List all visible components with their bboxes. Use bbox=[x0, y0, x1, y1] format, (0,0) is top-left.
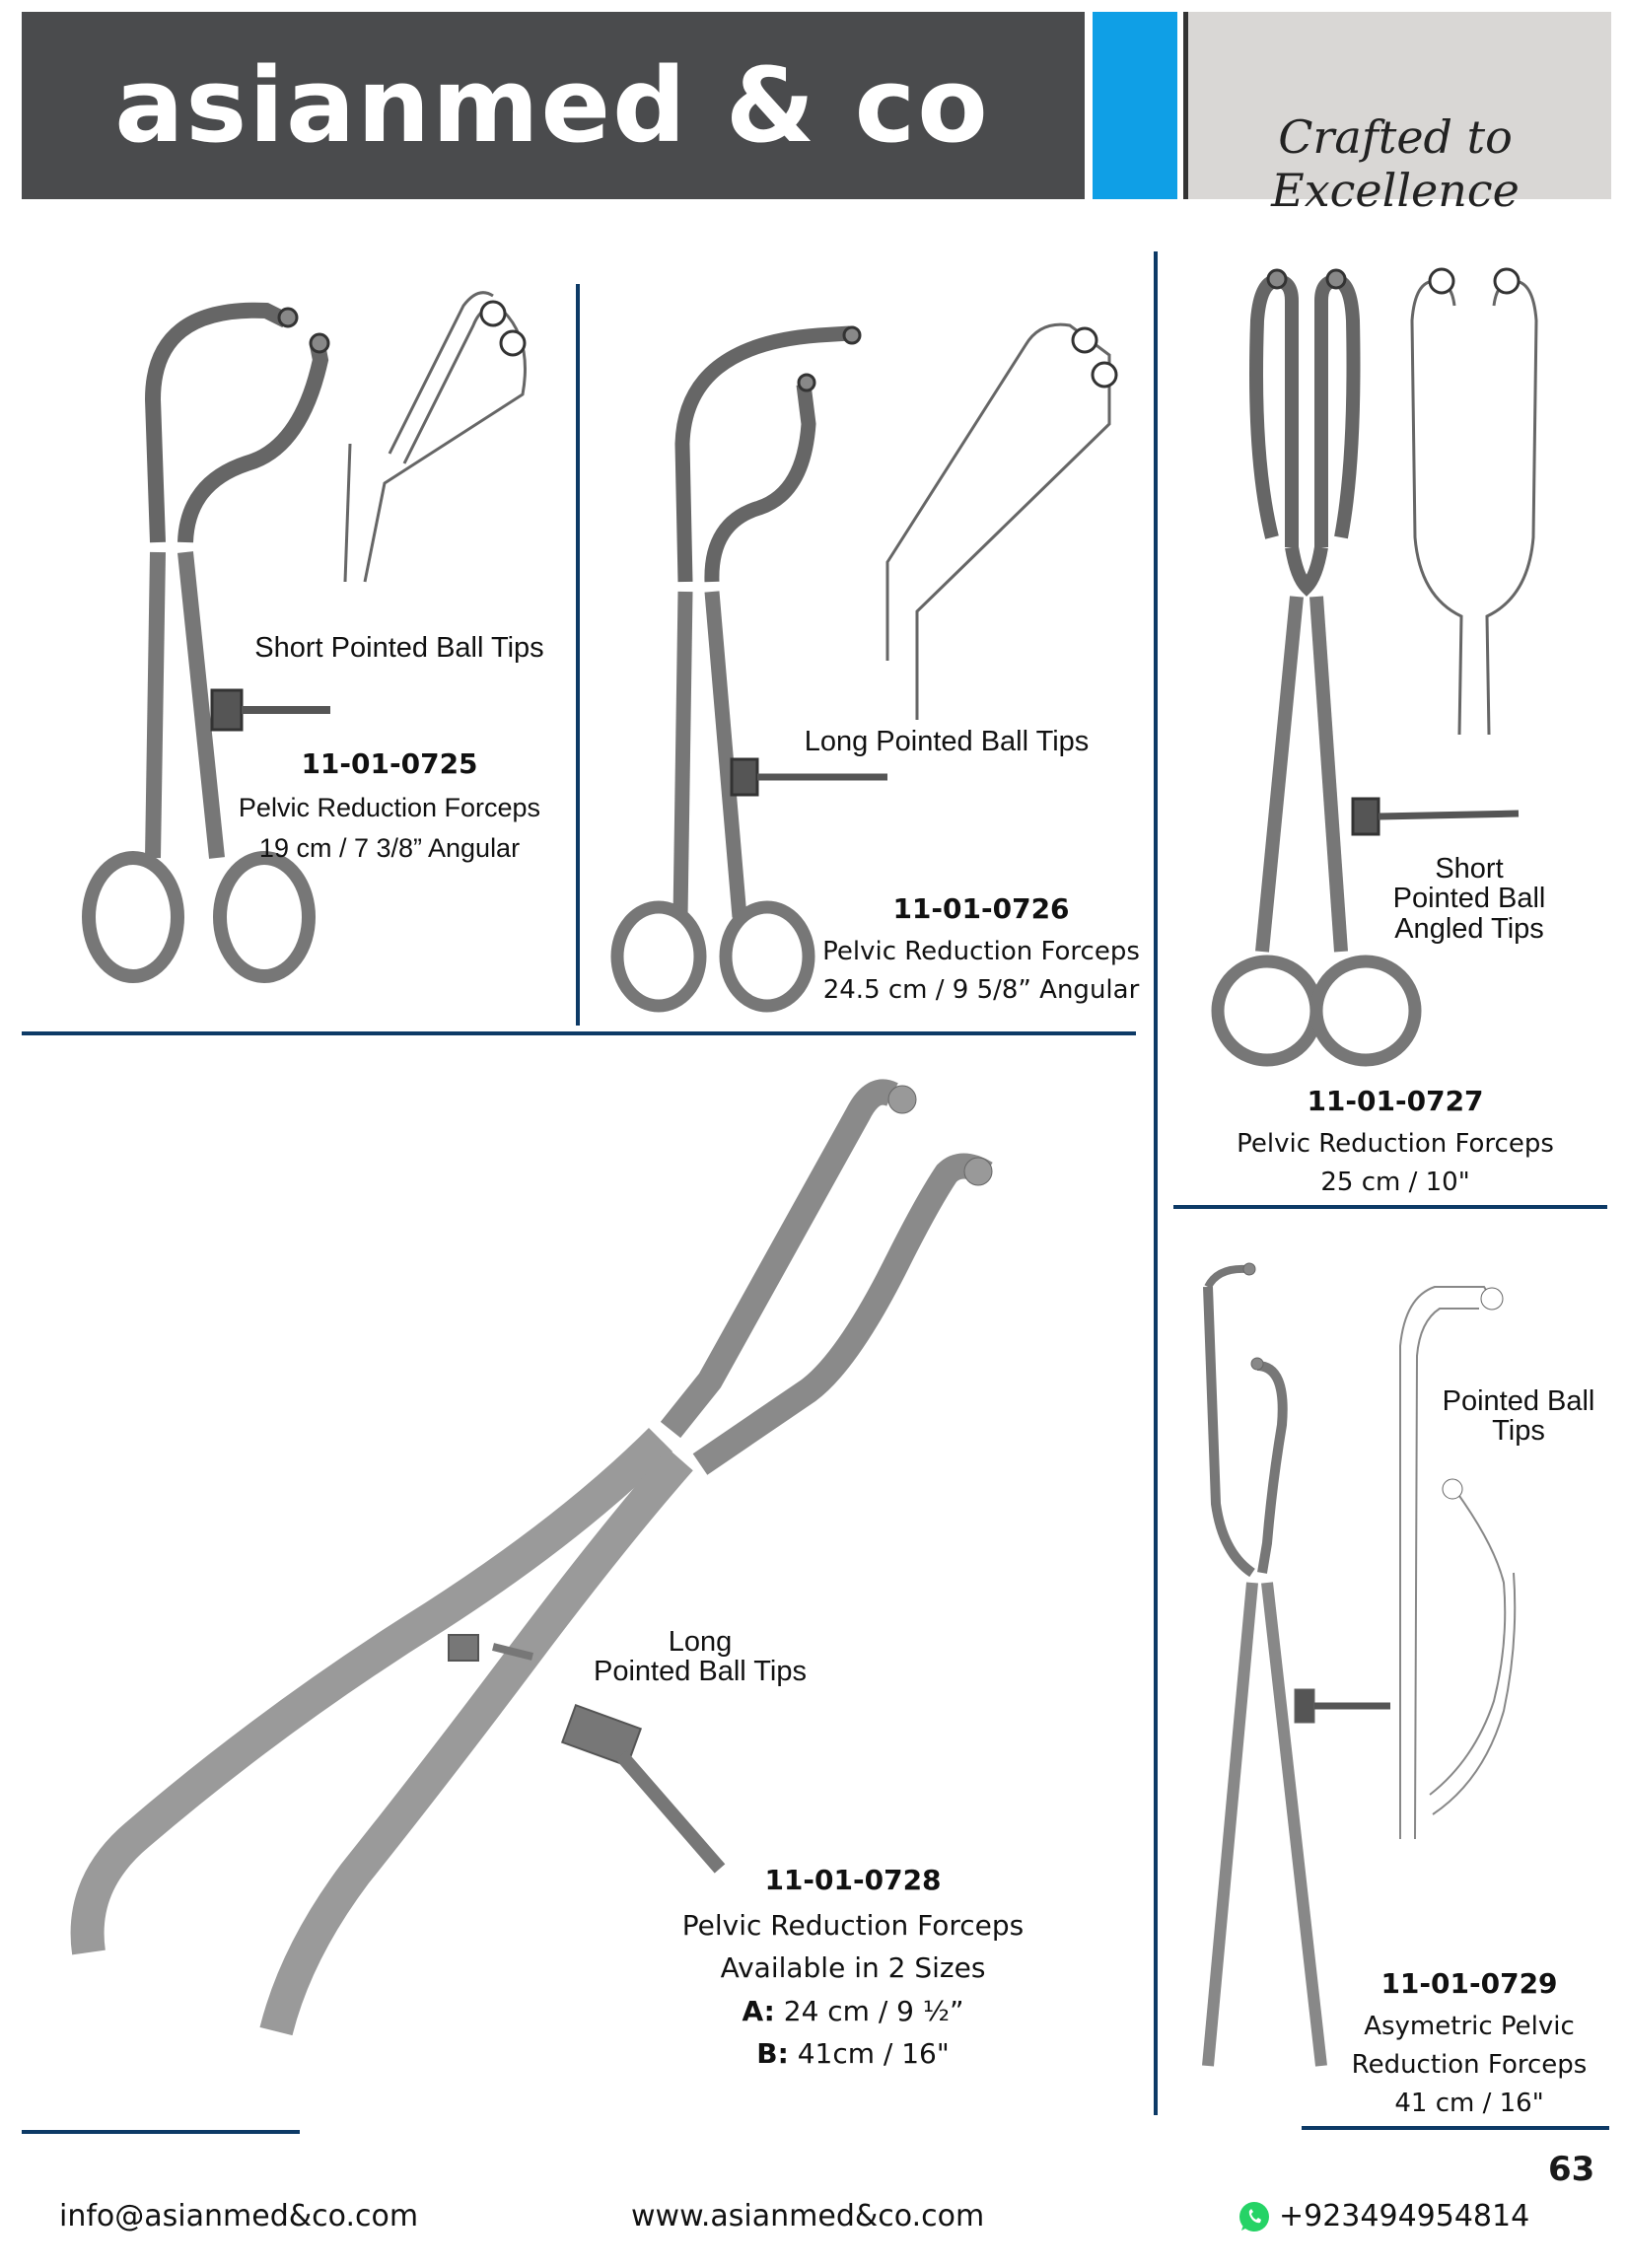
header-tagline-panel bbox=[1183, 12, 1611, 199]
product-info-0725: 11-01-0725 Pelvic Reduction Forceps 19 c… bbox=[222, 747, 557, 868]
product-size: 25 cm / 10" bbox=[1320, 1168, 1470, 1197]
divider-vertical bbox=[1154, 251, 1158, 2115]
tip-label-line: Pointed Ball bbox=[1442, 1385, 1595, 1417]
product-info-0729: 11-01-0729 Asymetric Pelvic Reduction Fo… bbox=[1321, 1967, 1617, 2123]
divider-horizontal bbox=[22, 2130, 300, 2134]
footer-phone[interactable]: +923494954814 bbox=[1238, 2199, 1529, 2233]
size-value: 41cm / 16" bbox=[797, 2037, 950, 2071]
product-size: 19 cm / 7 3/8” Angular bbox=[258, 832, 521, 863]
divider-horizontal bbox=[1173, 1205, 1607, 1209]
footer-website[interactable]: www.asianmed&co.com bbox=[631, 2199, 985, 2233]
tagline: Crafted to Excellence bbox=[1271, 110, 1520, 217]
product-name: Pelvic Reduction Forceps bbox=[238, 793, 541, 822]
brand-logo: asianmed & co bbox=[114, 45, 990, 166]
product-name: Reduction Forceps bbox=[1351, 2050, 1588, 2080]
forceps-0728-illustration bbox=[70, 1079, 993, 2036]
forceps-0726-illustration bbox=[610, 322, 1118, 1013]
product-code: 11-01-0725 bbox=[301, 747, 478, 780]
tip-label-line: Long bbox=[668, 1626, 733, 1658]
tip-label-0725: Short Pointed Ball Tips bbox=[254, 632, 544, 664]
tip-label-line: Angled Tips bbox=[1394, 912, 1544, 945]
product-size-b: B: 41cm / 16" bbox=[671, 2032, 1035, 2075]
forceps-0727-illustration bbox=[1211, 267, 1538, 1067]
divider-horizontal bbox=[22, 1031, 1136, 1035]
header-banner bbox=[22, 12, 1085, 199]
forceps-0729-illustration bbox=[1202, 1262, 1517, 2067]
divider-vertical bbox=[576, 284, 580, 1026]
forceps-0725-illustration bbox=[82, 291, 527, 983]
tip-label-line: Short bbox=[1435, 853, 1504, 885]
size-value: 24 cm / 9 ½” bbox=[783, 1994, 964, 2027]
product-info-0726: 11-01-0726 Pelvic Reduction Forceps 24.5… bbox=[809, 892, 1154, 1010]
product-name: Pelvic Reduction Forceps bbox=[1237, 1129, 1554, 1159]
product-name: Asymetric Pelvic bbox=[1364, 2012, 1575, 2041]
tip-label-line: Pointed Ball Tips bbox=[593, 1656, 807, 1688]
tip-label-0728: Long Pointed Ball Tips bbox=[582, 1627, 818, 1687]
product-code: 11-01-0727 bbox=[1307, 1085, 1484, 1117]
divider-horizontal bbox=[1302, 2126, 1609, 2130]
header-accent-bar bbox=[1093, 12, 1177, 199]
tip-label-0727: Short Pointed Ball Angled Tips bbox=[1371, 853, 1568, 945]
whatsapp-icon bbox=[1238, 2200, 1271, 2233]
product-size-a: A: 24 cm / 9 ½” bbox=[671, 1990, 1035, 2032]
tip-label-line: Pointed Ball bbox=[1392, 883, 1546, 915]
tip-label-line: Tips bbox=[1492, 1415, 1545, 1448]
size-key: B: bbox=[756, 2037, 789, 2071]
footer-email[interactable]: info@asianmed&co.com bbox=[59, 2199, 419, 2233]
product-size: 41 cm / 16" bbox=[1394, 2089, 1544, 2118]
product-availability: Available in 2 Sizes bbox=[720, 1951, 986, 1985]
product-info-0728: 11-01-0728 Pelvic Reduction Forceps Avai… bbox=[671, 1864, 1035, 2076]
product-code: 11-01-0729 bbox=[1380, 1967, 1558, 2000]
header-divider bbox=[1085, 12, 1093, 199]
phone-number: +923494954814 bbox=[1279, 2199, 1530, 2233]
product-info-0727: 11-01-0727 Pelvic Reduction Forceps 25 c… bbox=[1208, 1085, 1583, 1202]
product-name: Pelvic Reduction Forceps bbox=[681, 1909, 1025, 1942]
page-number: 63 bbox=[1548, 2150, 1595, 2189]
tip-label-0726: Long Pointed Ball Tips bbox=[804, 726, 1090, 757]
product-code: 11-01-0726 bbox=[892, 892, 1070, 925]
product-size: 24.5 cm / 9 5/8” Angular bbox=[822, 975, 1140, 1005]
product-code: 11-01-0728 bbox=[764, 1864, 942, 1896]
size-key: A: bbox=[742, 1994, 775, 2027]
tip-label-0729: Pointed Ball Tips bbox=[1440, 1386, 1597, 1447]
product-name: Pelvic Reduction Forceps bbox=[822, 937, 1140, 966]
